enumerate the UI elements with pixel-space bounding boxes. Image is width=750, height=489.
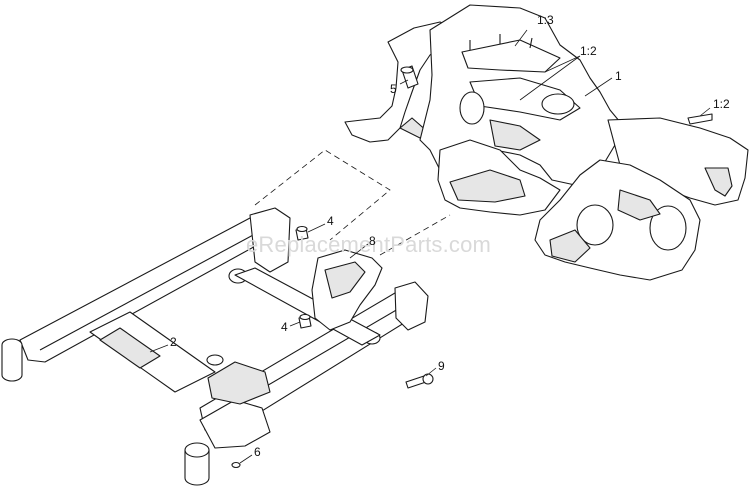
callout-4-lower: 4: [281, 320, 288, 334]
lower-frame: [1, 207, 429, 486]
watermark: eReplacementParts.com: [246, 232, 492, 257]
callout-6: 6: [254, 445, 261, 459]
callout-1-2-top: 1:2: [580, 44, 597, 58]
leader-lines: [149, 29, 711, 464]
nut-item-4-lower: [298, 313, 312, 329]
bolt-item-5: [400, 65, 419, 89]
mounting-bracket: [311, 249, 383, 331]
callout-5: 5: [390, 82, 397, 96]
callout-1-2-right: 1:2: [713, 97, 730, 111]
callout-2: 2: [170, 335, 177, 349]
nut-item-4-upper: [295, 225, 309, 241]
upper-chassis-frame: [344, 4, 749, 281]
fitting-item-6: [231, 461, 241, 469]
callout-9: 9: [438, 359, 445, 373]
callout-8: 8: [369, 234, 376, 248]
bolt-item-9: [405, 373, 434, 389]
callout-1-3: 1:3: [537, 13, 554, 27]
callout-1: 1: [615, 69, 622, 83]
callout-4-upper: 4: [327, 214, 334, 228]
alignment-lines: [254, 149, 451, 256]
